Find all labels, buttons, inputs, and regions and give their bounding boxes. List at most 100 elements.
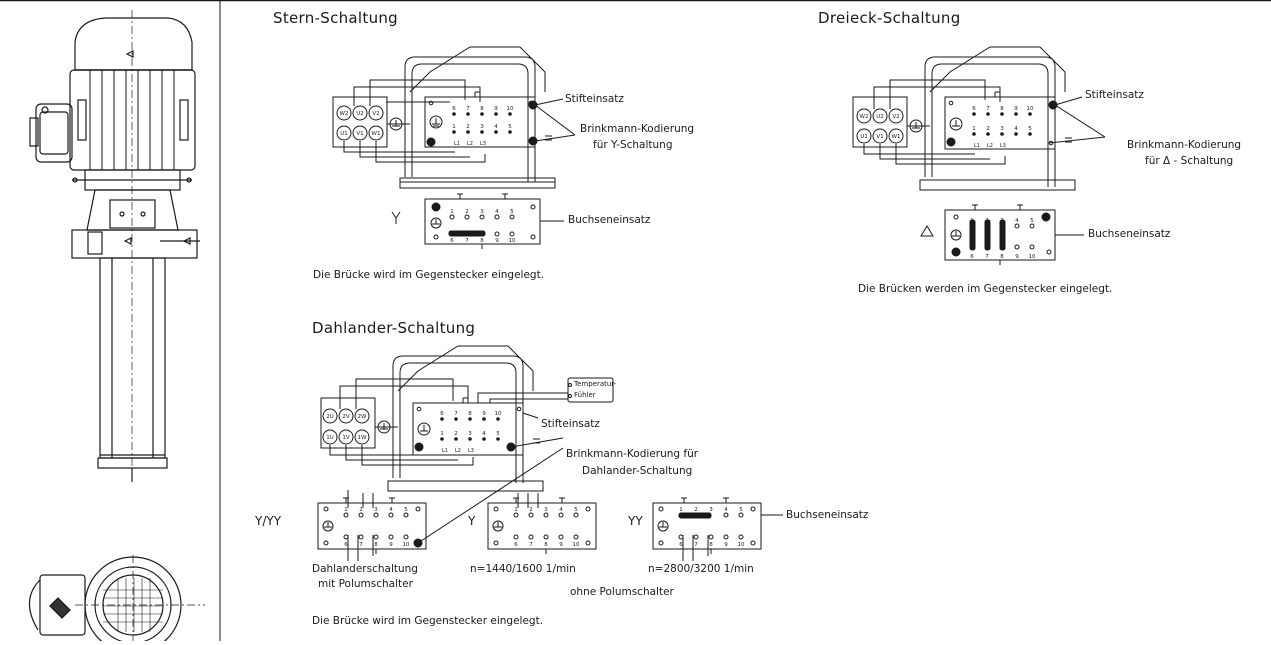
- dahl-socket-3-num-4: 4: [724, 507, 728, 513]
- dahl-socket-2-num-8: 8: [544, 542, 548, 548]
- dahlander-terminal-1U: 1U: [326, 435, 334, 441]
- dahlander-note-speed-high: n=2800/3200 1/min: [648, 563, 754, 575]
- dahlander-pin-8: 8: [468, 411, 472, 417]
- star-terminal-V1: V1: [356, 131, 363, 137]
- dahlander-socket-insert-1: [317, 490, 427, 561]
- delta-socket-insert-label: Buchseneinsatz: [1088, 228, 1171, 240]
- delta-socket-num-9: 9: [1015, 254, 1019, 260]
- temperature-sensor-box: [567, 377, 614, 403]
- star-pin-insert-label: Stifteinsatz: [565, 93, 624, 105]
- dahl-socket-3-num-6: 6: [679, 542, 683, 548]
- dahlander-pin-2: 2: [454, 431, 458, 437]
- delta-title: Dreieck-Schaltung: [818, 9, 961, 27]
- dahlander-terminal-2V: 2V: [342, 414, 349, 420]
- dahlander-pin-insert-label: Stifteinsatz: [541, 418, 600, 430]
- star-title: Stern-Schaltung: [273, 9, 399, 27]
- dahlander-pin-4: 4: [482, 431, 486, 437]
- delta-terminal-board: [852, 96, 908, 148]
- delta-pin-5: 5: [1028, 126, 1032, 132]
- dahl-socket-2-num-4: 4: [559, 507, 563, 513]
- star-socket-insert-label: Buchseneinsatz: [568, 214, 651, 226]
- delta-terminal-V2: V2: [892, 114, 899, 120]
- dahl-socket-3-num-8: 8: [709, 542, 713, 548]
- dahlander-socket-insert-2: [487, 493, 597, 554]
- motor-end-view-icon: [28, 555, 205, 645]
- delta-pin-9: 9: [1014, 106, 1018, 112]
- dahlander-pin-5: 5: [496, 431, 500, 437]
- delta-connection-diagram: [852, 46, 1106, 265]
- delta-socket-insert: [944, 204, 1056, 265]
- delta-socket-num-8: 8: [1000, 254, 1004, 260]
- dahl-socket-1-num-9: 9: [389, 542, 393, 548]
- star-socket-num-7: 7: [465, 238, 469, 244]
- delta-socket-num-2: 2: [985, 218, 989, 224]
- dahl-socket-3-num-3: 3: [709, 507, 713, 513]
- dahl-socket-2-num-1: 1: [514, 507, 518, 513]
- dahl-socket-3-num-10: 10: [738, 542, 745, 548]
- star-pin-9: 9: [494, 106, 498, 112]
- delta-terminal-W1: W1: [892, 134, 901, 140]
- delta-terminal-U1: U1: [860, 134, 868, 140]
- dahlander-terminal-2U: 2U: [326, 414, 334, 420]
- dahlander-terminal-board: [320, 397, 376, 449]
- dahlander-coding-label-line1: Brinkmann-Kodierung für: [566, 448, 699, 460]
- dahlander-note-no-switch: ohne Polumschalter: [570, 586, 674, 598]
- dahlander-pin-10: 10: [495, 411, 502, 417]
- dahl-socket-3-num-1: 1: [679, 507, 683, 513]
- delta-pin-7: 7: [986, 106, 990, 112]
- star-pin-7: 7: [466, 106, 470, 112]
- delta-pin-insert-label: Stifteinsatz: [1085, 89, 1144, 101]
- dahlander-phase-L1: L1: [442, 448, 448, 454]
- star-socket-num-6: 6: [450, 238, 454, 244]
- dahlander-terminal-2W: 2W: [358, 414, 367, 420]
- star-terminal-U1: U1: [340, 131, 348, 137]
- star-terminal-board: [332, 96, 388, 148]
- star-pin-1: 1: [452, 124, 456, 130]
- dahlander-title: Dahlander-Schaltung: [312, 319, 476, 337]
- dahlander-symbol-yyy: Y/YY: [255, 514, 282, 528]
- dahlander-caption: Die Brücke wird im Gegenstecker eingeleg…: [312, 615, 544, 627]
- delta-socket-num-5: 5: [1030, 218, 1034, 224]
- dahlander-note-switch-line1: Dahlanderschaltung: [312, 563, 418, 575]
- star-connection-diagram: [332, 46, 576, 249]
- star-socket-num-10: 10: [509, 238, 516, 244]
- ground-symbol-icon: [429, 115, 443, 129]
- delta-pin-1: 1: [972, 126, 976, 132]
- star-terminal-V2: V2: [372, 111, 379, 117]
- dahl-socket-1-num-8: 8: [374, 542, 378, 548]
- star-terminal-W1: W1: [372, 131, 381, 137]
- star-socket-num-1: 1: [450, 209, 454, 215]
- terminal-labels: W2U1U2V1V2W1W2U1U2V1V2W12U1U2V1V2W1W6172…: [326, 106, 1036, 548]
- delta-pin-10: 10: [1027, 106, 1034, 112]
- delta-caption: Die Brücken werden im Gegenstecker einge…: [858, 283, 1113, 295]
- delta-socket-num-4: 4: [1015, 218, 1019, 224]
- dahlander-pin-7: 7: [454, 411, 458, 417]
- dahlander-pin-3: 3: [468, 431, 472, 437]
- star-pin-5: 5: [508, 124, 512, 130]
- dahlander-pin-1: 1: [440, 431, 444, 437]
- delta-pin-3: 3: [1000, 126, 1004, 132]
- delta-socket-num-7: 7: [985, 254, 989, 260]
- star-pin-4: 4: [494, 124, 498, 130]
- star-socket-num-4: 4: [495, 209, 499, 215]
- motor-side-view-icon: [28, 10, 205, 645]
- dahl-socket-1-num-1: 1: [344, 507, 348, 513]
- star-phase-L1: L1: [454, 141, 460, 147]
- dahlander-note-switch-line2: mit Polumschalter: [318, 578, 413, 590]
- dahlander-note-speed-low: n=1440/1600 1/min: [470, 563, 576, 575]
- delta-socket-num-10: 10: [1029, 254, 1036, 260]
- delta-terminal-V1: V1: [876, 134, 883, 140]
- star-socket-num-8: 8: [480, 238, 484, 244]
- dahl-socket-2-num-5: 5: [574, 507, 578, 513]
- delta-phase-L1: L1: [974, 143, 980, 149]
- star-pin-6: 6: [452, 106, 456, 112]
- star-pin-10: 10: [507, 106, 514, 112]
- star-socket-num-5: 5: [510, 209, 514, 215]
- star-coding-label-line1: Brinkmann-Kodierung: [580, 123, 695, 135]
- star-pin-3: 3: [480, 124, 484, 130]
- dahl-socket-3-num-9: 9: [724, 542, 728, 548]
- dahlander-symbol-y: Y: [468, 514, 476, 528]
- delta-coding-label-line2: für Δ - Schaltung: [1145, 155, 1234, 167]
